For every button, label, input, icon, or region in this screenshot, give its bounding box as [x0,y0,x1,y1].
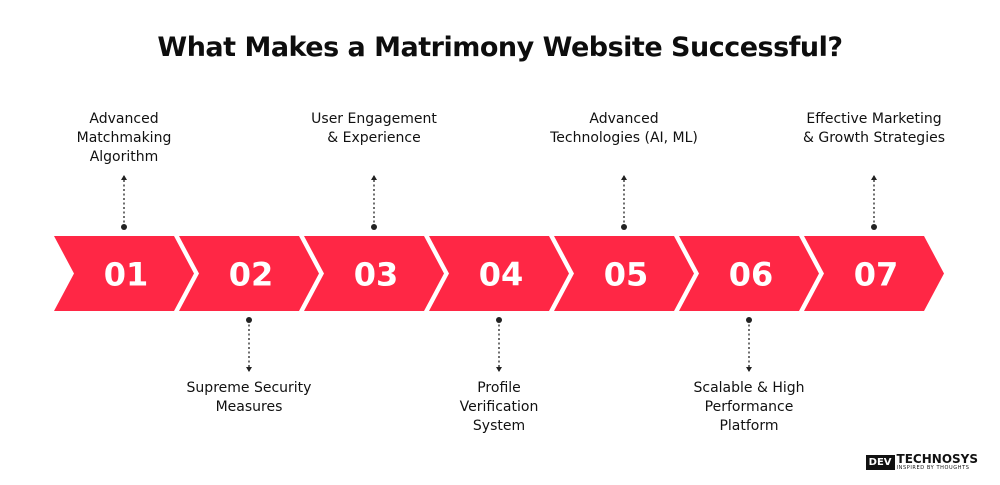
step-label-line: Performance [704,399,794,415]
chevron-step-04 [429,236,569,311]
connector-dot [871,224,877,230]
step-label-line: Effective Marketing [806,111,942,127]
step-label-line: Advanced [589,111,659,127]
chevron-step-07 [804,236,944,311]
connector-arrow-icon [121,175,127,180]
connector-arrow-icon [371,175,377,180]
step-label-line: Technologies (AI, ML) [550,130,698,146]
connector-arrow-icon [496,367,502,372]
step-number: 05 [604,256,649,294]
connector-arrow-icon [621,175,627,180]
step-label-line: Measures [215,399,283,415]
step-number: 06 [729,256,774,294]
connector-dot [496,317,502,323]
connector-arrow-icon [246,367,252,372]
step-label-line: Supreme Security [186,380,312,396]
step-label-line: & Growth Strategies [803,130,945,146]
step-number: 01 [104,256,149,294]
chevron-step-02 [179,236,319,311]
brand-logo: DEV TECHNOSYS INSPIRED BY THOUGHTS [865,452,978,471]
step-number: 02 [229,256,274,294]
connector-arrow-icon [871,175,877,180]
step-label-line: Profile [477,380,521,396]
connector-dot [371,224,377,230]
chevron-step-03 [304,236,444,311]
step-label-line: Scalable & High [693,380,805,396]
logo-box: DEV [865,454,895,470]
step-number: 04 [479,256,524,294]
connector-dot [746,317,752,323]
step-number: 07 [854,256,899,294]
step-number: 03 [354,256,399,294]
step-label-line: User Engagement [311,111,437,127]
step-label-line: Algorithm [89,149,159,165]
chevron-step-01 [54,236,194,311]
step-label-line: Platform [719,418,779,434]
step-label-line: & Experience [327,130,421,146]
chevron-step-05 [554,236,694,311]
connector-arrow-icon [746,367,752,372]
step-label-07: Effective Marketing & Growth Strategies [789,110,959,148]
logo-tagline: INSPIRED BY THOUGHTS [896,465,970,471]
step-label-03: User Engagement & Experience [289,110,459,148]
connector-dot [621,224,627,230]
step-label-line: Advanced [89,111,159,127]
connector-dot [121,224,127,230]
logo-word: TECHNOSYS [896,452,978,466]
step-label-line: Matchmaking [76,130,172,146]
step-label-line: Verification [459,399,539,415]
chevron-step-06 [679,236,819,311]
connector-dot [246,317,252,323]
step-label-line: System [472,418,526,434]
page-title: What Makes a Matrimony Website Successfu… [157,32,843,63]
